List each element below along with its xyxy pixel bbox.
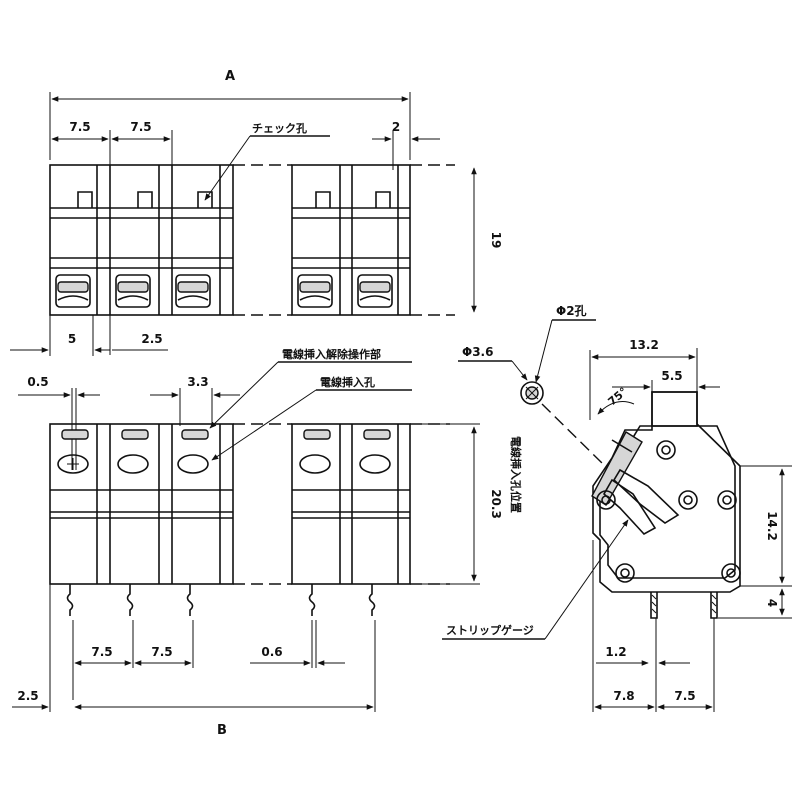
pin — [66, 584, 74, 700]
dim-b-label: B — [217, 723, 227, 738]
dim-side-1-2: 1.2 — [605, 645, 626, 659]
release-part-label: 電線挿入解除操作部 — [282, 347, 381, 361]
pin — [308, 584, 317, 668]
top-cam — [297, 274, 333, 308]
top-cam — [357, 274, 393, 308]
dim-front-0-5: 0.5 — [27, 375, 48, 389]
strip-gauge-label: ストリップゲージ — [446, 623, 534, 637]
dim-side-5-5: 5.5 — [661, 369, 682, 383]
dim-side-7-8: 7.8 — [613, 689, 634, 703]
wire-hole-position-label: 電線挿入孔位置 — [509, 436, 523, 513]
dim-a-label: A — [225, 69, 235, 84]
dim-pin-pitch-2: 7.5 — [151, 645, 172, 659]
dim-side-13-2: 13.2 — [629, 338, 659, 352]
pin — [368, 584, 376, 712]
top-cam — [55, 274, 91, 308]
dim-top-pitch-2: 7.5 — [130, 120, 151, 134]
dim-top-pitch-1: 7.5 — [69, 120, 90, 134]
wire-hole-symbol — [520, 381, 544, 405]
dim-pin-0-6: 0.6 — [261, 645, 282, 659]
dim-left-5: 5 — [68, 332, 76, 346]
dim-height-front: 20.3 — [489, 489, 503, 519]
pin — [126, 584, 134, 668]
dim-side-4: 4 — [765, 599, 779, 607]
dim-pin-pitch-1: 7.5 — [91, 645, 112, 659]
top-cam — [175, 274, 211, 308]
pin — [186, 584, 194, 668]
dim-height-top: 19 — [489, 232, 503, 249]
dim-side-14-2: 14.2 — [765, 511, 779, 541]
dim-front-3-3: 3.3 — [187, 375, 208, 389]
wire-hole-label: 電線挿入孔 — [320, 375, 375, 389]
dim-top-right: 2 — [392, 120, 400, 134]
dim-left-2-5: 2.5 — [141, 332, 162, 346]
dim-side-7-5: 7.5 — [674, 689, 695, 703]
hole-phi-2: Φ2孔 — [556, 304, 587, 318]
hole-phi-3-6: Φ3.6 — [462, 345, 493, 359]
front-view: 電線挿入解除操作部 電線挿入孔 0.5 3.3 — [12, 347, 503, 738]
top-view: A 7.5 7.5 2 チェック孔 — [10, 69, 503, 356]
top-cam — [115, 274, 151, 308]
dim-bottom-2-5: 2.5 — [17, 689, 38, 703]
check-hole-label: チェック孔 — [252, 122, 307, 135]
